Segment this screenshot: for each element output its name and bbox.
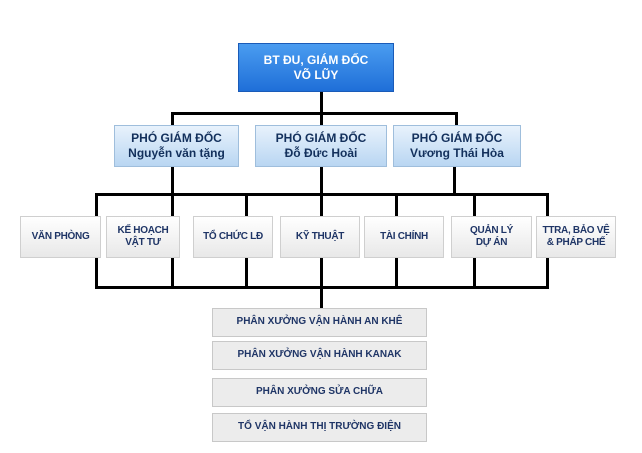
- unit-label: PHÂN XƯỞNG VẬN HÀNH KANAK: [237, 349, 402, 361]
- deputy-box: PHÓ GIÁM ĐỐC Vương Thái Hòa: [393, 125, 521, 167]
- department-label: KẾ HOẠCH: [117, 224, 169, 236]
- department-label: TÀI CHÍNH: [380, 230, 428, 242]
- department-label: KỸ THUẬT: [295, 230, 345, 242]
- connector-line: [171, 112, 458, 115]
- connector-line: [453, 166, 456, 195]
- unit-box: PHÂN XƯỞNG SỬA CHỮA: [212, 378, 427, 407]
- department-box: TTRA, BẢO VỆ & PHÁP CHẾ: [536, 216, 616, 258]
- deputy-name: Vương Thái Hòa: [410, 146, 504, 160]
- department-box: KẾ HOẠCH VẬT TƯ: [106, 216, 180, 258]
- department-box: QUẢN LÝ DỰ ÁN: [451, 216, 532, 258]
- department-label: & PHÁP CHẾ: [546, 237, 606, 248]
- department-label: QUẢN LÝ: [470, 224, 513, 236]
- department-box: KỸ THUẬT: [280, 216, 360, 258]
- connector-line: [455, 112, 458, 126]
- department-label: TTRA, BẢO VỆ: [542, 224, 610, 236]
- department-label: VẬT TƯ: [125, 237, 161, 248]
- connector-line: [320, 91, 323, 114]
- department-box: VĂN PHÒNG: [20, 216, 101, 258]
- connector-line: [171, 166, 174, 195]
- deputy-name: Đỗ Đức Hoài: [284, 146, 358, 160]
- unit-box: PHÂN XƯỞNG VẬN HÀNH KANAK: [212, 341, 427, 370]
- deputy-title: PHÓ GIÁM ĐỐC: [411, 131, 503, 145]
- department-label: VĂN PHÒNG: [31, 230, 90, 242]
- unit-label: PHÂN XƯỞNG VẬN HÀNH AN KHÊ: [236, 316, 403, 328]
- department-label: DỰ ÁN: [475, 237, 508, 248]
- deputy-title: PHÓ GIÁM ĐỐC: [131, 131, 222, 145]
- unit-label: PHÂN XƯỞNG SỬA CHỮA: [256, 386, 383, 398]
- unit-box: PHÂN XƯỞNG VẬN HÀNH AN KHÊ: [212, 308, 427, 337]
- unit-box: TỔ VẬN HÀNH THỊ TRƯỜNG ĐIỆN: [212, 413, 427, 442]
- unit-label: TỔ VẬN HÀNH THỊ TRƯỜNG ĐIỆN: [238, 421, 401, 433]
- department-box: TÀI CHÍNH: [364, 216, 444, 258]
- director-name: VÕ LŨY: [293, 67, 339, 82]
- director-title: BT ĐU, GIÁM ĐỐC: [263, 52, 369, 67]
- deputy-box: PHÓ GIÁM ĐỐC Đỗ Đức Hoài: [255, 125, 387, 167]
- deputy-name: Nguyễn văn tặng: [128, 146, 225, 160]
- department-box: TỔ CHỨC LĐ: [193, 216, 273, 258]
- connector-line: [171, 112, 174, 126]
- connector-line: [320, 112, 323, 126]
- department-label: TỔ CHỨC LĐ: [203, 230, 263, 242]
- deputy-box: PHÓ GIÁM ĐỐC Nguyễn văn tặng: [114, 125, 239, 167]
- connector-line: [320, 166, 323, 195]
- director-box: BT ĐU, GIÁM ĐỐC VÕ LŨY: [238, 43, 394, 92]
- deputy-title: PHÓ GIÁM ĐỐC: [275, 131, 367, 145]
